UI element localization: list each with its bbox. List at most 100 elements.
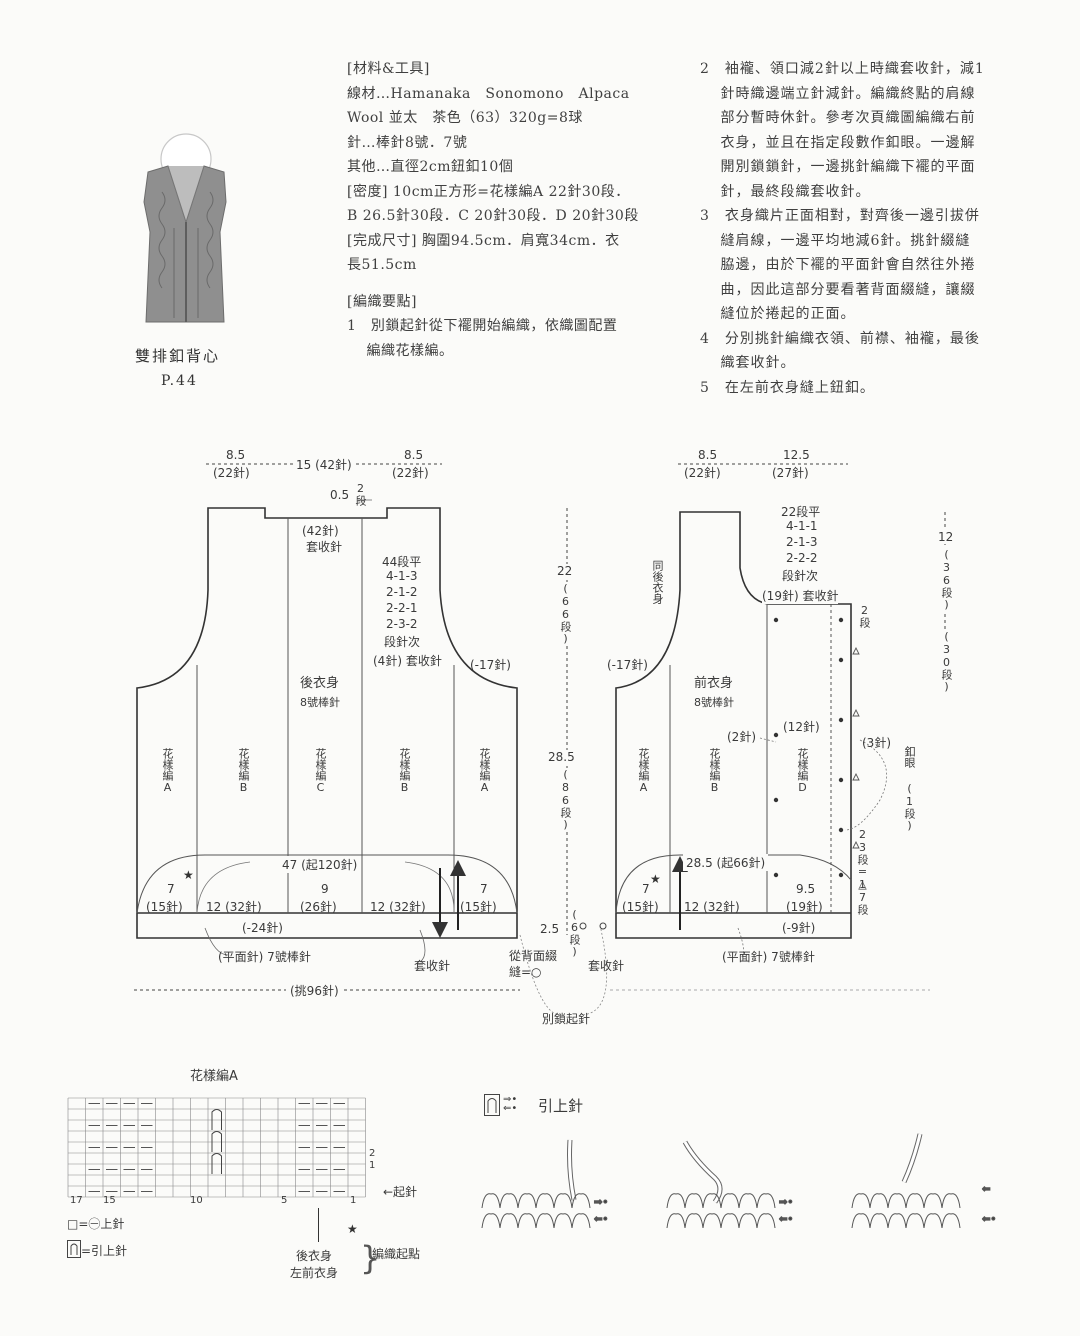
front-seg-b: 12 (32針) (684, 900, 740, 914)
materials-other: 其他…直徑2cm鈕釦10個 (347, 159, 514, 175)
back-armhole-schedule-0: 44段平 (382, 555, 422, 569)
chart-front-label: 左前衣身 (290, 1266, 339, 1280)
svg-text:⇐: ⇐ (982, 1184, 990, 1195)
slip-step-1: ⇒• ⇐• (567, 1139, 609, 1226)
materials-size-2: 長51.5cm (347, 257, 417, 273)
height-22-rows: (66段) (559, 582, 572, 645)
svg-text:⇐•: ⇐• (594, 1214, 608, 1225)
back-dim-left: 8.5 (226, 448, 246, 462)
knit-loop (941, 1213, 961, 1229)
svg-text:⇒•: ⇒• (779, 1197, 793, 1208)
knit-loop (684, 1213, 704, 1229)
back-seg-a-right-st: (15針) (460, 900, 497, 914)
chart-row-2: 2 (369, 1148, 376, 1159)
height-28-5: 28.5 (548, 750, 575, 764)
front-seg-d: 9.5 (796, 882, 816, 896)
chart-back-label: 後衣身 (296, 1249, 333, 1263)
front-dim-right-st: (27針) (772, 466, 809, 480)
knit-loop (702, 1213, 722, 1229)
front-star-icon: ★ (650, 872, 661, 886)
back-armhole-schedule-5: 段針次 (384, 635, 421, 649)
front-buttonhole: 釦眼 (903, 746, 916, 768)
knit-loop (666, 1193, 686, 1209)
front-seg-a-st: (15針) (622, 900, 659, 914)
knit-loop (535, 1213, 555, 1229)
knit-loop (553, 1213, 573, 1229)
front-right-height: 12 (938, 530, 954, 544)
back-piece-outline (136, 507, 518, 939)
knit-loop (905, 1213, 925, 1229)
step-2-l4: 衣身，並且在指定段數作釦眼。一邊解 (700, 134, 976, 151)
front-2-stitches: (2針) (727, 730, 756, 744)
materials-size: [完成尺寸] 胸圍94.5cm．肩寬34cm．衣 (347, 232, 620, 249)
back-hem-arc-2 (196, 861, 455, 914)
back-col-b-left: 花樣編B (237, 748, 250, 794)
front-needle: 8號棒針 (694, 696, 734, 709)
back-leader-lines (204, 499, 426, 963)
back-dim-left-stitches: (22針) (213, 466, 250, 480)
back-seg-a-right: 7 (480, 882, 488, 896)
front-dim-right: 12.5 (783, 448, 810, 462)
knit-loop (481, 1213, 501, 1229)
step-5: 5 在左前衣身縫上鈕釦。 (700, 379, 875, 396)
chart-start-label: ←起針 (383, 1185, 418, 1199)
middle-bind-off: 套收針 (588, 959, 625, 973)
back-armhole-decrease: (-17針) (470, 658, 511, 672)
front-neck-schedule-0: 22段平 (781, 505, 821, 519)
back-hem-decrease: (-24針) (242, 921, 283, 935)
legend-knit: □=㊀上針 (67, 1217, 125, 1231)
back-dim-right-stitches: (22針) (392, 466, 429, 480)
back-neck-height: 0.5 (330, 488, 350, 502)
front-piece-name: 前衣身 (694, 676, 734, 691)
materials-yarn: 線材…Hamanaka Sonomono Alpaca (347, 85, 630, 102)
step-2: 2 袖襱、領口減2針以上時織套收針，減1 (700, 61, 985, 77)
step-3-l5: 縫位於捲起的正面。 (700, 306, 856, 322)
step-3: 3 衣身織片正面相對，對齊後一邊引拔併 (700, 208, 980, 224)
front-piece-outline (615, 511, 852, 939)
step-3-l3: 脇邊，由於下襬的平面針會自然往外捲 (700, 257, 976, 273)
back-seg-a-left-st: (15針) (146, 900, 183, 914)
knit-loop (571, 1193, 591, 1209)
knit-loop (851, 1213, 871, 1229)
knit-loop (869, 1193, 889, 1209)
chart-slip-symbol (211, 1131, 222, 1152)
height-28-5-rows: (86段) (559, 768, 572, 831)
back-neck-bind-stitches: (42針) (302, 524, 339, 538)
knit-loop (941, 1193, 961, 1209)
materials-yarn-color: Wool 並太 茶色（63）320g=8球 (347, 110, 583, 126)
step-1: 1 別鎖起針從下襬開始編織，依織圖配置 (347, 318, 618, 334)
front-leader-lines (737, 737, 888, 959)
materials-needles: 針…棒針8號．7號 (347, 134, 468, 151)
knit-loop (869, 1213, 889, 1229)
front-armhole-decrease: (-17針) (607, 658, 648, 672)
back-armhole-schedule-4: 2-3-2 (386, 617, 418, 631)
seam-marker-right (599, 922, 607, 930)
knit-loop (553, 1193, 573, 1209)
back-col-a-left: 花樣編A (161, 748, 174, 794)
knit-loop (923, 1213, 943, 1229)
legend-slip: =引上針 (81, 1244, 128, 1258)
back-pickup: (挑96針) (286, 982, 343, 999)
front-col-b: 花樣編B (708, 748, 721, 794)
seam-marker-left (579, 922, 587, 930)
points-heading: [編織要點] (347, 293, 417, 310)
svg-text:⇐•: ⇐• (982, 1214, 996, 1225)
back-bind-off: 套收針 (414, 959, 451, 973)
knit-loop (517, 1193, 537, 1209)
materials-gauge-2: B 26.5針30段．C 20針30段．D 20針30段 (347, 208, 639, 224)
front-neck-bind: (19針) 套收針 (762, 587, 839, 604)
front-col-d: 花樣編D (796, 748, 809, 794)
slip-step-2: ⇒• ⇐• (682, 1140, 794, 1226)
step-2-l6: 針，最終段織套收針。 (700, 183, 871, 200)
chart-pointer-line (318, 1208, 319, 1242)
back-seg-b-right: 12 (32針) (370, 900, 426, 914)
front-2-rows: 2段 (858, 604, 871, 628)
height-2-5-rows: (6段) (568, 908, 581, 958)
front-23-rows: 23段=△ (856, 828, 869, 891)
back-seg-a-left: 7 (167, 882, 175, 896)
front-seg-a: 7 (642, 882, 650, 896)
step-4: 4 分別挑針編織衣領、前襟、袖襱，最後 (700, 330, 980, 347)
back-col-b-right: 花樣編B (398, 748, 411, 794)
chart-row-1: 1 (369, 1160, 376, 1171)
front-17-rows: 17段 (856, 878, 869, 915)
